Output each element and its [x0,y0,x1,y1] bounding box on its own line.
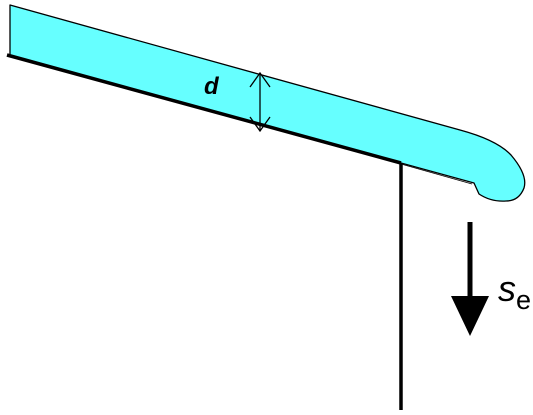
drop-label: se [498,268,531,315]
drop-label-subscript: e [516,285,531,315]
depth-dimension-arrow [249,71,271,133]
drop-arrow [451,222,489,336]
channel-bed-line [6,53,402,165]
nappe-lower-edge [400,163,473,185]
water-flow-body [9,4,526,202]
depth-label: d [204,73,220,100]
drop-label-symbol: s [498,268,516,309]
